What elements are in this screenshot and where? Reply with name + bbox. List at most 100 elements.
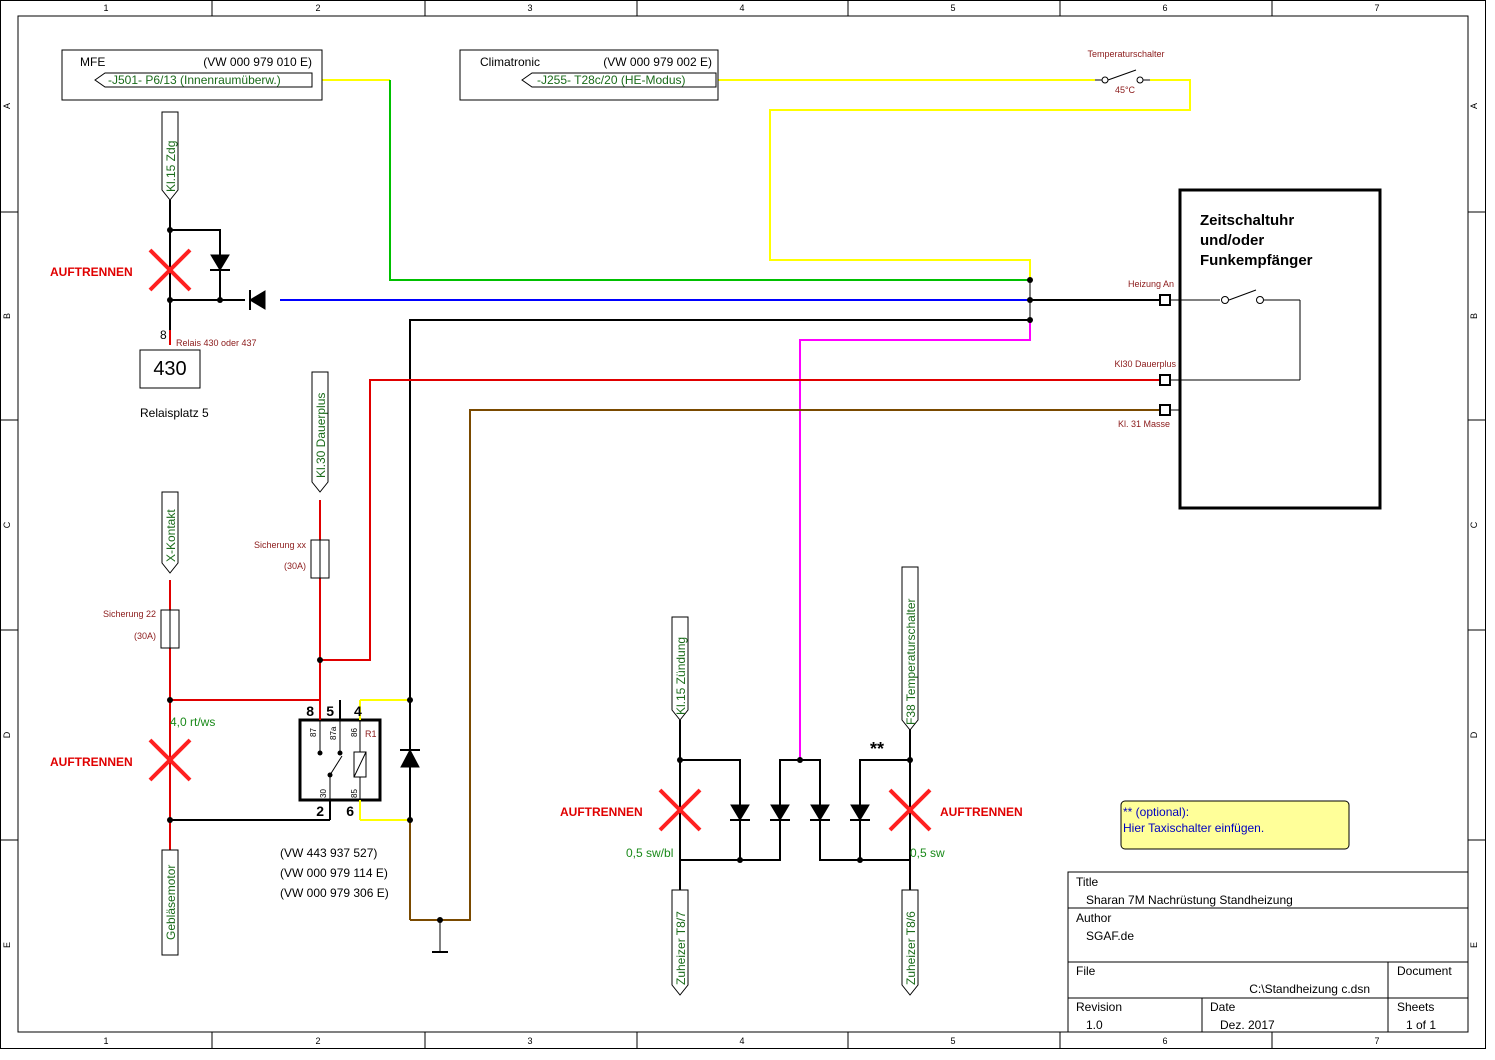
cut-label-geblaese: AUFTRENNEN (50, 755, 133, 769)
temperature-switch: Temperaturschalter 45°C (1087, 49, 1164, 95)
wire-magenta (799, 320, 1031, 760)
cut-marks (148, 248, 932, 832)
col-label-4-bottom: 4 (739, 1036, 744, 1046)
note-line2: Hier Taxischalter einfügen. (1123, 821, 1264, 835)
wire-black-relay430-diode (170, 229, 221, 300)
relay-part-1: (VW 443 937 527) (280, 846, 377, 860)
col-label-3: 3 (527, 3, 532, 13)
port-zuheizer-t8-7: Zuheizer T8/7 (674, 911, 688, 985)
port-kl30-dauerplus: Kl.30 Dauerplus (314, 393, 328, 478)
row-label-d: D (2, 731, 12, 738)
tb-revision-label: Revision (1076, 1000, 1122, 1014)
tb-document-label: Document (1397, 964, 1452, 978)
port-zuheizer-t8-6: Zuheizer T8/6 (904, 911, 918, 985)
relay-t86: 86 (350, 728, 359, 737)
col-label-7-bottom: 7 (1374, 1036, 1379, 1046)
relay-pin-2: 2 (316, 803, 324, 819)
wire-yellow-tempswitch (769, 79, 1191, 280)
col-label-5-bottom: 5 (950, 1036, 955, 1046)
relay-part-2: (VW 000 979 114 E) (280, 866, 388, 880)
tb-author: SGAF.de (1086, 929, 1134, 943)
tb-file-label: File (1076, 964, 1096, 978)
cut-label-zuheizer-left: AUFTRENNEN (560, 805, 643, 819)
junctions (167, 227, 1033, 923)
wire-black-diode-top-left (680, 759, 741, 861)
tb-date-label: Date (1210, 1000, 1236, 1014)
cut-label-relay430: AUFTRENNEN (50, 265, 133, 279)
tb-sheets-label: Sheets (1397, 1000, 1434, 1014)
fuse-xx-rating: (30A) (284, 561, 306, 571)
temp-switch-label: Temperaturschalter (1087, 49, 1164, 59)
relay-pin-6: 6 (346, 803, 354, 819)
tb-author-label: Author (1076, 911, 1111, 925)
timer-box: Zeitschaltuhr und/oder Funkempfänger Hei… (1114, 188, 1382, 510)
relay-t87: 87 (309, 728, 318, 737)
port-kl15-zdg: Kl.15 Zdg (164, 141, 178, 192)
port-kl15-zuendung: Kl.15 Zündung (674, 637, 688, 715)
ground-symbol (432, 920, 448, 953)
diodes (210, 254, 870, 821)
row-label-a-right: A (1469, 103, 1479, 109)
fuse-22-rating: (30A) (134, 631, 156, 641)
note-line1: ** (optional): (1123, 805, 1189, 819)
climatronic-part: (VW 000 979 002 E) (603, 55, 712, 69)
row-label-d-right: D (1469, 731, 1479, 738)
relay-r1: 8 5 4 2 6 87 87a 86 30 85 R1 (VW 443 937… (280, 700, 389, 900)
fuse-xx-label: Sicherung xx (254, 540, 307, 550)
relay-t85: 85 (350, 789, 359, 798)
row-label-e-right: E (1469, 942, 1479, 948)
wire-brown-masse (410, 409, 1160, 921)
relay-pin-5: 5 (326, 703, 334, 719)
relay-name: R1 (365, 729, 377, 739)
timer-pin-on-label: Heizung An (1128, 279, 1174, 289)
col-label-1: 1 (103, 3, 108, 13)
wire-black-diode-top-right (859, 759, 910, 860)
relay-pin-8: 8 (306, 703, 314, 719)
tb-title: Sharan 7M Nachrüstung Standheizung (1086, 893, 1293, 907)
tb-date: Dez. 2017 (1220, 1018, 1275, 1032)
fuse-22-label: Sicherung 22 (103, 609, 156, 619)
ports: Kl.15 Zdg Kl.30 Dauerplus X-Kontakt Gebl… (161, 111, 919, 996)
wire-black-relay (409, 319, 1030, 700)
optional-note: ** (optional): Hier Taxischalter einfüge… (1120, 800, 1350, 850)
col-label-1-bottom: 1 (103, 1036, 108, 1046)
col-label-2: 2 (315, 3, 320, 13)
relay-t87a: 87a (329, 726, 338, 740)
timer-pin-kl30-label: Kl30 Dauerplus (1114, 359, 1176, 369)
col-label-2-bottom: 2 (315, 1036, 320, 1046)
climatronic-name: Climatronic (480, 55, 540, 69)
port-f38: F38 Temperaturschalter (904, 598, 918, 725)
col-label-4: 4 (739, 3, 744, 13)
timer-pin-kl31-label: Kl. 31 Masse (1118, 419, 1170, 429)
tb-sheets: 1 of 1 (1406, 1018, 1436, 1032)
optional-stars: ** (870, 739, 884, 759)
pin-heizung-an (1159, 294, 1171, 306)
mfe-box: MFE (VW 000 979 010 E) -J501- P6/13 (Inn… (61, 49, 323, 101)
timer-line3: Funkempfänger (1200, 252, 1313, 269)
row-label-c-right: C (1469, 521, 1479, 528)
col-label-6-bottom: 6 (1162, 1036, 1167, 1046)
port-x-kontakt: X-Kontakt (164, 509, 178, 562)
row-label-e: E (2, 942, 12, 948)
col-label-7: 7 (1374, 3, 1379, 13)
relay-t30: 30 (319, 789, 328, 798)
tb-title-label: Title (1076, 875, 1099, 889)
mfe-name: MFE (80, 55, 105, 69)
row-label-b: B (2, 313, 12, 319)
relay-pin-4: 4 (354, 703, 362, 719)
climatronic-connector: -J255- T28c/20 (HE-Modus) (537, 73, 686, 87)
relay430-box-text: 430 (153, 358, 186, 380)
tb-revision: 1.0 (1086, 1018, 1103, 1032)
mfe-part: (VW 000 979 010 E) (203, 55, 312, 69)
port-geblaesemotor: Gebläsemotor (164, 865, 178, 940)
row-label-a: A (2, 103, 12, 109)
relay-430: 8 Relais 430 oder 437 430 Relaisplatz 5 (139, 328, 257, 420)
col-label-5: 5 (950, 3, 955, 13)
wire-red-kl30 (320, 379, 1160, 661)
relay430-place: Relaisplatz 5 (140, 406, 209, 420)
pin-kl31 (1159, 404, 1171, 416)
wire-label-sw-bl: 0,5 sw/bl (626, 846, 673, 860)
relay430-caption: Relais 430 oder 437 (176, 338, 257, 348)
